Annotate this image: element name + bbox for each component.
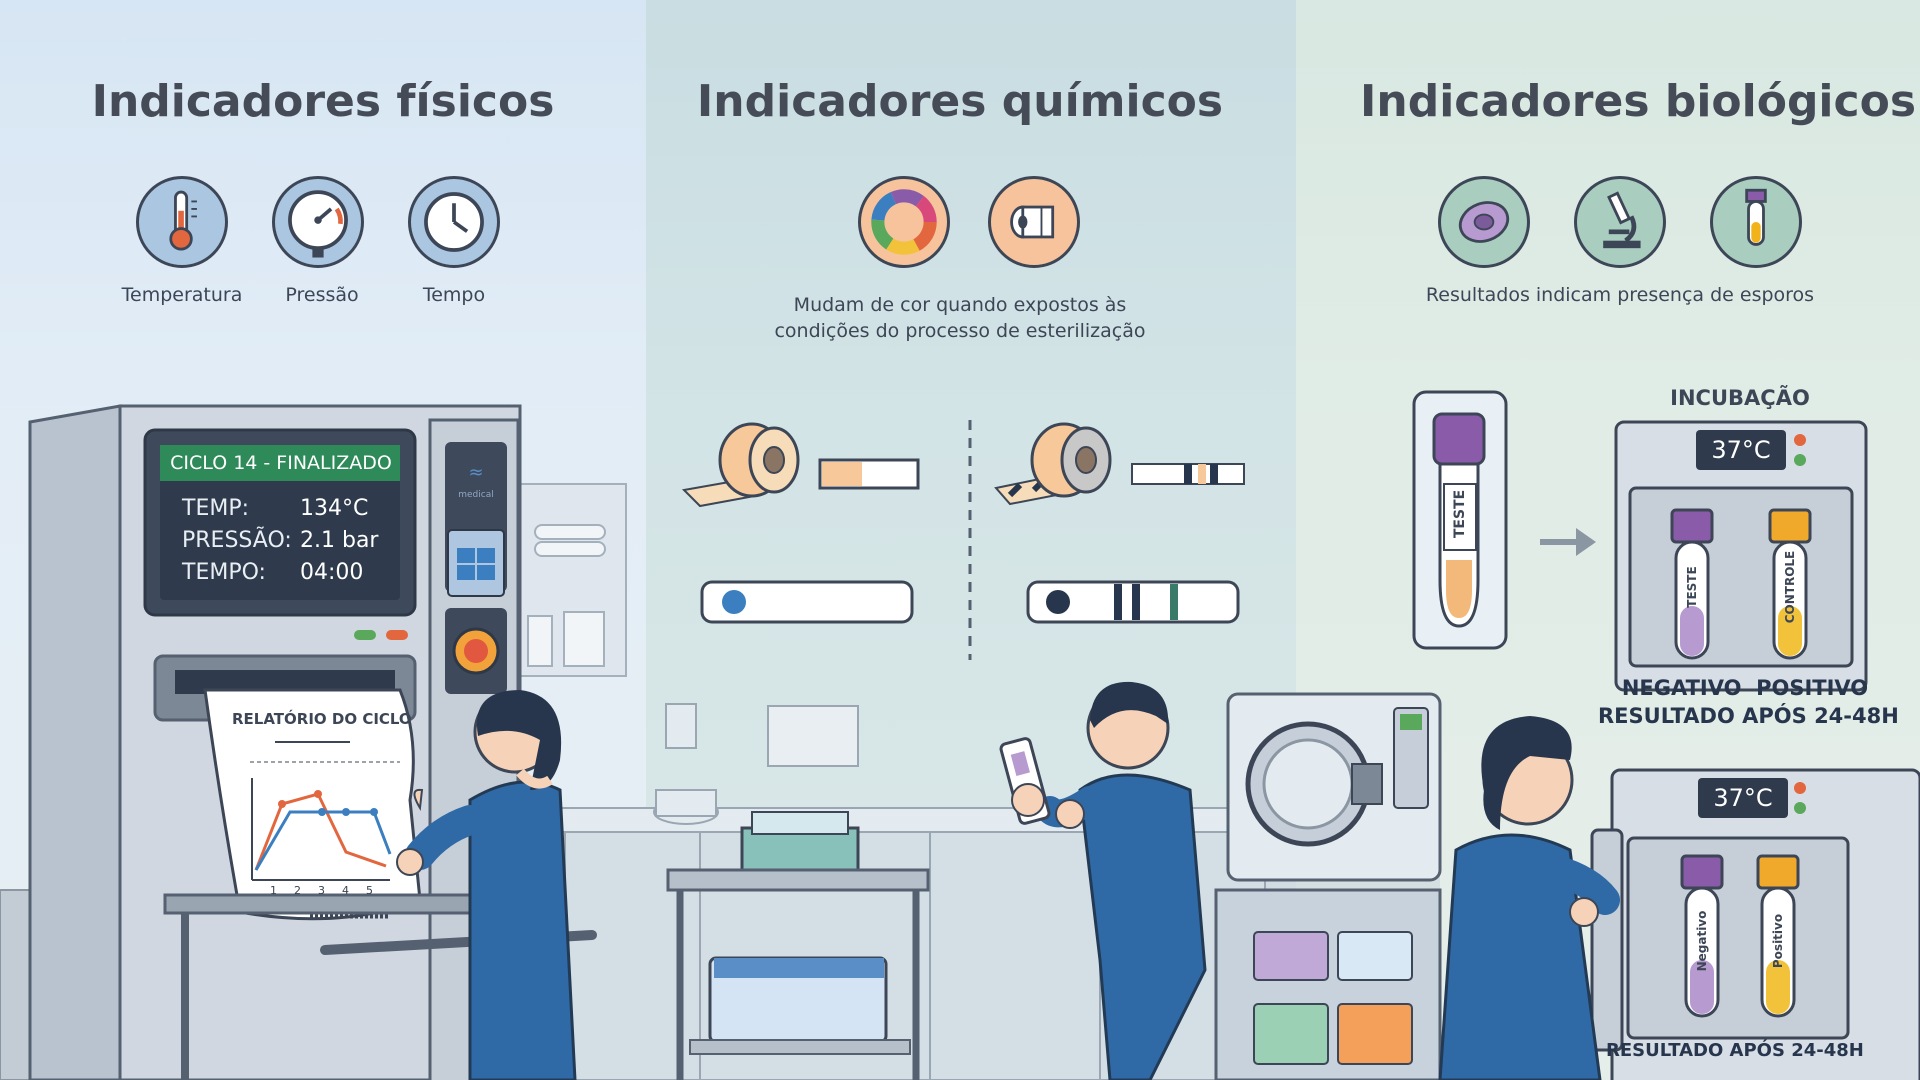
incubator2-result-time: RESULTADO APÓS 24-48H (1606, 1040, 1864, 1061)
chemical-title: Indicadores químicos (696, 76, 1224, 127)
display-pressure-label: PRESSÃO: (182, 528, 292, 553)
physical-title: Indicadores físicos (91, 76, 555, 127)
biological-description: Resultados indicam presença de esporos (1425, 284, 1815, 306)
incubator1-tube2-label: CONTROLE (1783, 550, 1797, 624)
report-x-tick-4: 4 (342, 884, 349, 897)
incubator2-tube2-label: Positivo (1771, 913, 1785, 969)
display-header: CICLO 14 - FINALIZADO (170, 452, 392, 474)
biological-title: Indicadores biológicos (1360, 76, 1917, 127)
brand-logo: ≈ (468, 462, 484, 483)
incubator1-result-time: RESULTADO APÓS 24-48H (1598, 704, 1899, 728)
pressure-label: Pressão (285, 284, 359, 306)
temperature-label: Temperatura (121, 284, 243, 306)
color-wheel-icon (858, 176, 950, 268)
time-label: Tempo (422, 284, 486, 306)
chemical-description-line1: Mudam de cor quando expostos às (793, 294, 1127, 316)
incubator1-temp: 37°C (1711, 436, 1771, 464)
display-temp-value: 134°C (300, 496, 369, 521)
report-x-tick-1: 1 (270, 884, 277, 897)
incubator2-tube1-label: Negativo (1695, 910, 1709, 972)
incubator1-tube1-label: TESTE (1685, 566, 1699, 608)
clock-icon (408, 176, 500, 268)
report-x-tick-5: 5 (366, 884, 373, 897)
microscope-icon (1574, 176, 1666, 268)
incubator2-temp: 37°C (1713, 784, 1773, 812)
test-vial-label: TESTE (1452, 489, 1468, 539)
incubation-label: INCUBAÇÃO (1670, 386, 1810, 410)
thermometer-icon (136, 176, 228, 268)
report-x-tick-3: 3 (318, 884, 325, 897)
display-time-label: TEMPO: (182, 560, 266, 585)
brand-subtitle: medical (458, 490, 494, 500)
report-title: RELATÓRIO DO CICLO (232, 710, 412, 728)
spore-cell-icon (1438, 176, 1530, 268)
indicator-tape-icon (988, 176, 1080, 268)
test-tube-icon (1710, 176, 1802, 268)
display-pressure-value: 2.1 bar (300, 528, 379, 553)
display-temp-label: TEMP: (182, 496, 249, 521)
report-x-tick-2: 2 (294, 884, 301, 897)
display-time-value: 04:00 (300, 560, 364, 585)
chemical-description-line2: condições do processo de esterilização (774, 320, 1146, 342)
incubator1-result-labels: NEGATIVO POSITIVO (1621, 676, 1869, 700)
pressure-gauge-icon (272, 176, 364, 268)
